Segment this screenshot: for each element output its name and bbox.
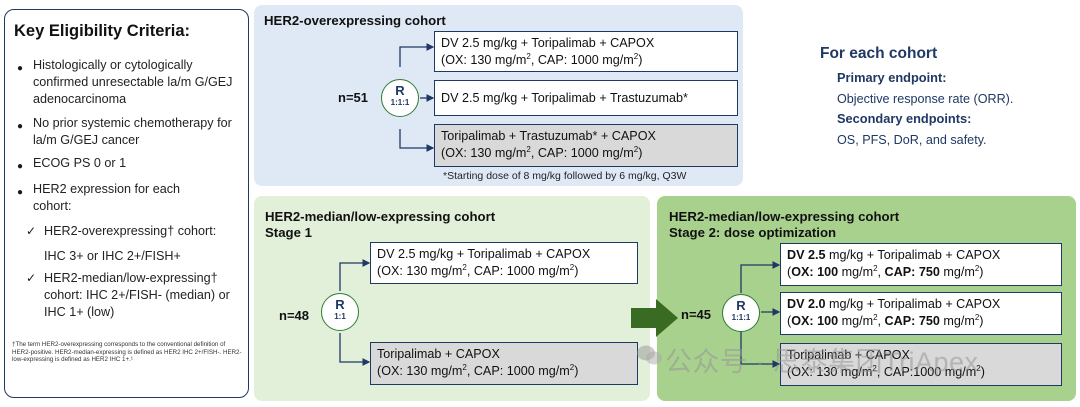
arm-line: DV 2.0 mg/kg + Toripalimab + CAPOX xyxy=(787,297,1001,311)
arm-line: Toripalimab + CAPOX xyxy=(377,347,500,361)
bullet-icon: ● xyxy=(17,121,24,132)
cohort2-title: HER2-median/low-expressing cohort Stage … xyxy=(265,209,496,240)
cohort1-footnote: *Starting dose of 8 mg/kg followed by 6 … xyxy=(443,170,687,182)
arm-dose-line: (OX: 100 mg/m2, CAP: 750 mg/m2) xyxy=(787,312,984,328)
criterion-1: Histologically or cytologically confirme… xyxy=(33,58,233,106)
sub-criterion-1: HER2-overexpressing† cohort: xyxy=(44,224,217,238)
sub-criterion-2: HER2-median/low-expressing† cohort: IHC … xyxy=(44,271,230,319)
cohort2-n: n=48 xyxy=(279,308,309,323)
randomization-label: R xyxy=(736,298,746,313)
arm-dose-line: (OX: 130 mg/m2, CAP: 1000 mg/m2) xyxy=(441,144,643,160)
arm-dose-line: (OX: 100 mg/m2, CAP: 750 mg/m2) xyxy=(787,263,984,279)
criterion-2: No prior systemic chemotherapy for la/m … xyxy=(33,116,232,147)
checkmark-icon: ✓ xyxy=(26,271,37,285)
arm-dose-line: (OX: 130 mg/m2, CAP:1000 mg/m2) xyxy=(787,363,985,379)
arm-line: Toripalimab + CAPOX xyxy=(787,348,910,362)
cohort3-arm2: DV 2.0 mg/kg + Toripalimab + CAPOX (OX: … xyxy=(780,292,1062,335)
arm-line: DV 2.5 mg/kg + Toripalimab + CAPOX xyxy=(787,248,1001,262)
cohort1-arm1: DV 2.5 mg/kg + Toripalimab + CAPOX (OX: … xyxy=(434,31,738,72)
eligibility-title: Key Eligibility Criteria: xyxy=(14,22,191,40)
randomization-label: R xyxy=(395,83,405,98)
eligibility-panel xyxy=(4,9,249,398)
randomization-label: R xyxy=(335,297,345,312)
watermark: 公众号 · 思泰集团TriApex xyxy=(665,347,979,377)
arm-line: DV 2.5 mg/kg + Toripalimab + CAPOX xyxy=(377,247,591,261)
arm-dose-line: (OX: 130 mg/m2, CAP: 1000 mg/m2) xyxy=(441,51,643,67)
checkmark-icon: ✓ xyxy=(26,224,37,238)
cohort3-n: n=45 xyxy=(681,307,711,322)
secondary-endpoints-text: OS, PFS, DoR, and safety. xyxy=(837,133,987,147)
cohort3-arm3: Toripalimab + CAPOX (OX: 130 mg/m2, CAP:… xyxy=(780,343,1062,386)
cohort2-arm1: DV 2.5 mg/kg + Toripalimab + CAPOX (OX: … xyxy=(370,242,638,284)
eligibility-footnote: †The term HER2-overexpressing correspond… xyxy=(12,341,242,364)
sub-criterion-1-detail: IHC 3+ or IHC 2+/FISH+ xyxy=(44,249,181,263)
arm-line: Toripalimab + Trastuzumab* + CAPOX xyxy=(441,129,656,143)
arm-dose-line: (OX: 130 mg/m2, CAP: 1000 mg/m2) xyxy=(377,262,579,278)
criterion-3: ECOG PS 0 or 1 xyxy=(33,156,127,170)
randomization-ratio: 1:1 xyxy=(334,312,346,321)
cohort1-title: HER2-overexpressing cohort xyxy=(264,13,446,28)
cohort1-n: n=51 xyxy=(338,90,368,105)
cohort2-randomization: R 1:1 xyxy=(321,293,359,331)
randomization-ratio: 1:1:1 xyxy=(390,98,410,107)
cohort3-title: HER2-median/low-expressing cohort Stage … xyxy=(669,209,900,240)
cohort3-arm1: DV 2.5 mg/kg + Toripalimab + CAPOX (OX: … xyxy=(780,243,1062,286)
arm-line: DV 2.5 mg/kg + Toripalimab + CAPOX xyxy=(441,36,655,50)
wechat-logo-icon xyxy=(637,345,662,365)
bullet-icon: ● xyxy=(17,161,24,172)
cohort3-randomization: R 1:1:1 xyxy=(722,294,760,332)
primary-endpoint-text: Objective response rate (ORR). xyxy=(837,92,1014,106)
endpoints-heading: For each cohort xyxy=(820,45,938,62)
arm-dose-line: (OX: 130 mg/m2, CAP: 1000 mg/m2) xyxy=(377,362,579,378)
arm-line: DV 2.5 mg/kg + Toripalimab + Trastuzumab… xyxy=(441,91,688,105)
cohort1-arm2: DV 2.5 mg/kg + Toripalimab + Trastuzumab… xyxy=(434,80,738,116)
cohort1-randomization: R 1:1:1 xyxy=(381,79,419,117)
cohort1-arm3: Toripalimab + Trastuzumab* + CAPOX (OX: … xyxy=(434,124,738,167)
randomization-ratio: 1:1:1 xyxy=(731,313,751,322)
bullet-icon: ● xyxy=(17,187,24,198)
cohort2-arm2: Toripalimab + CAPOX (OX: 130 mg/m2, CAP:… xyxy=(370,342,638,385)
secondary-endpoints-label: Secondary endpoints: xyxy=(837,111,972,126)
primary-endpoint-label: Primary endpoint: xyxy=(837,70,947,85)
criterion-4: HER2 expression for each cohort: xyxy=(33,182,180,213)
bullet-icon: ● xyxy=(17,63,24,74)
